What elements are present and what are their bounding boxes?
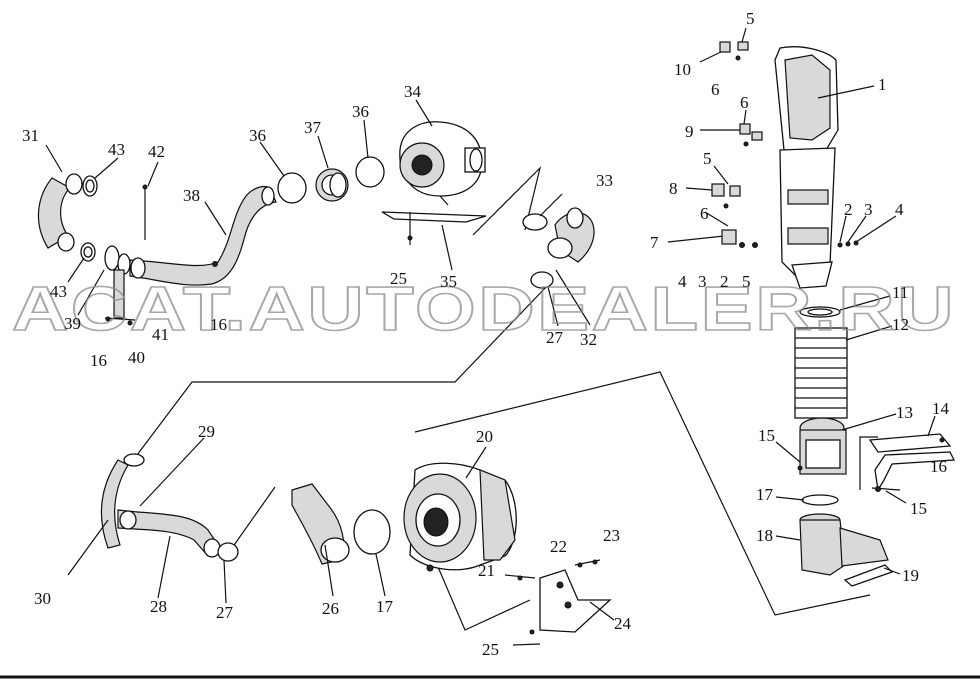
turbo-20 — [403, 462, 517, 572]
callout-4-left: 4 — [678, 272, 687, 291]
watermark: ACAT.AUTODEALER.RU — [12, 275, 956, 344]
bracket-19 — [843, 564, 894, 587]
callout-2-left: 2 — [720, 272, 729, 291]
callout-24: 24 — [614, 614, 632, 633]
callout-12: 12 — [892, 315, 909, 334]
callout-25-lower: 25 — [482, 640, 499, 659]
clamp-33 — [522, 213, 548, 231]
hose-30 — [100, 453, 145, 549]
bellows-12 — [794, 327, 848, 419]
callout-38: 38 — [183, 186, 200, 205]
callout-13: 13 — [896, 403, 913, 422]
callout-1: 1 — [878, 75, 887, 94]
callout-14: 14 — [932, 399, 950, 418]
callout-41: 41 — [152, 325, 169, 344]
callout-20: 20 — [476, 427, 493, 446]
clamp-36-right — [355, 156, 385, 188]
callout-6-low: 6 — [700, 204, 709, 223]
callout-37: 37 — [304, 118, 322, 137]
callout-17-lower: 17 — [376, 597, 394, 616]
callout-36-left: 36 — [249, 126, 266, 145]
bolt-15-right — [871, 486, 901, 492]
callout-16-upper: 16 — [210, 315, 227, 334]
elbow-32 — [547, 207, 595, 263]
callout-5-mid: 5 — [703, 149, 712, 168]
callout-6-top: 6 — [711, 80, 720, 99]
ring-17-lower — [353, 509, 391, 555]
callout-16-right: 16 — [930, 457, 947, 476]
callout-labels: 1 5 10 6 6 9 5 8 6 2 3 4 7 4 3 2 5 11 12… — [22, 9, 950, 659]
gasket-11 — [799, 306, 841, 318]
callout-25-upper: 25 — [390, 269, 407, 288]
elbow-26 — [291, 483, 350, 565]
air-housing-1 — [774, 46, 839, 289]
callout-18: 18 — [756, 526, 773, 545]
hose-31 — [37, 173, 83, 252]
callout-31: 31 — [22, 126, 39, 145]
callout-23: 23 — [603, 526, 620, 545]
callout-6-mid: 6 — [740, 93, 749, 112]
callout-10: 10 — [674, 60, 691, 79]
housing-18 — [799, 513, 889, 576]
pipe-39-40 — [104, 245, 136, 326]
callout-33: 33 — [596, 171, 613, 190]
callout-2-right: 2 — [844, 200, 853, 219]
callout-7: 7 — [650, 233, 659, 252]
sensor-42 — [142, 184, 148, 240]
callout-5-top: 5 — [746, 9, 755, 28]
clamp-43-lower — [80, 242, 96, 262]
callout-26: 26 — [322, 599, 339, 618]
callout-42: 42 — [148, 142, 165, 161]
callout-8: 8 — [669, 179, 678, 198]
bolts-21-22-23 — [504, 559, 601, 581]
housing-13 — [797, 417, 847, 475]
fitting-7 — [667, 229, 758, 248]
callout-39: 39 — [64, 314, 81, 333]
pipe-28 — [117, 509, 221, 558]
pipe-38 — [129, 185, 277, 286]
callout-36-right: 36 — [352, 102, 369, 121]
bracket-14 — [868, 433, 952, 453]
callout-11: 11 — [892, 283, 908, 302]
ring-17-right — [801, 494, 839, 506]
callout-15-right: 15 — [910, 499, 927, 518]
callout-27-lower: 27 — [216, 603, 234, 622]
callout-35: 35 — [440, 272, 457, 291]
clamp-27-lower — [217, 542, 239, 562]
clamp-27-top — [530, 271, 554, 289]
turbo-34 — [399, 121, 486, 206]
callout-32: 32 — [580, 330, 597, 349]
fitting-8 — [685, 183, 741, 209]
callout-43-top: 43 — [108, 140, 125, 159]
callout-19: 19 — [902, 566, 919, 585]
callout-3-right: 3 — [864, 200, 873, 219]
assembly-lines — [136, 166, 878, 631]
callout-34: 34 — [404, 82, 422, 101]
ring-37 — [315, 168, 349, 202]
callout-16-lower: 16 — [90, 351, 107, 370]
callout-21: 21 — [478, 561, 495, 580]
fitting-9 — [700, 123, 763, 147]
callout-4-right: 4 — [895, 200, 904, 219]
callout-40: 40 — [128, 348, 145, 367]
callout-30: 30 — [34, 589, 51, 608]
callout-27-top: 27 — [546, 328, 564, 347]
bolt-25-lower — [512, 629, 541, 646]
clamp-36-left — [277, 172, 307, 204]
callout-17-right: 17 — [756, 485, 774, 504]
bracket-24 — [539, 569, 612, 633]
leader-lines — [45, 27, 936, 621]
callout-29: 29 — [198, 422, 215, 441]
gasket-35 — [381, 211, 487, 245]
clamp-43-upper — [82, 175, 98, 197]
fitting-10 — [699, 41, 749, 63]
callout-3-left: 3 — [698, 272, 707, 291]
callout-9: 9 — [685, 122, 694, 141]
callout-5-low: 5 — [742, 272, 751, 291]
callout-28: 28 — [150, 597, 167, 616]
callout-43-bottom: 43 — [50, 282, 67, 301]
callout-15-left: 15 — [758, 426, 775, 445]
callout-22: 22 — [550, 537, 567, 556]
